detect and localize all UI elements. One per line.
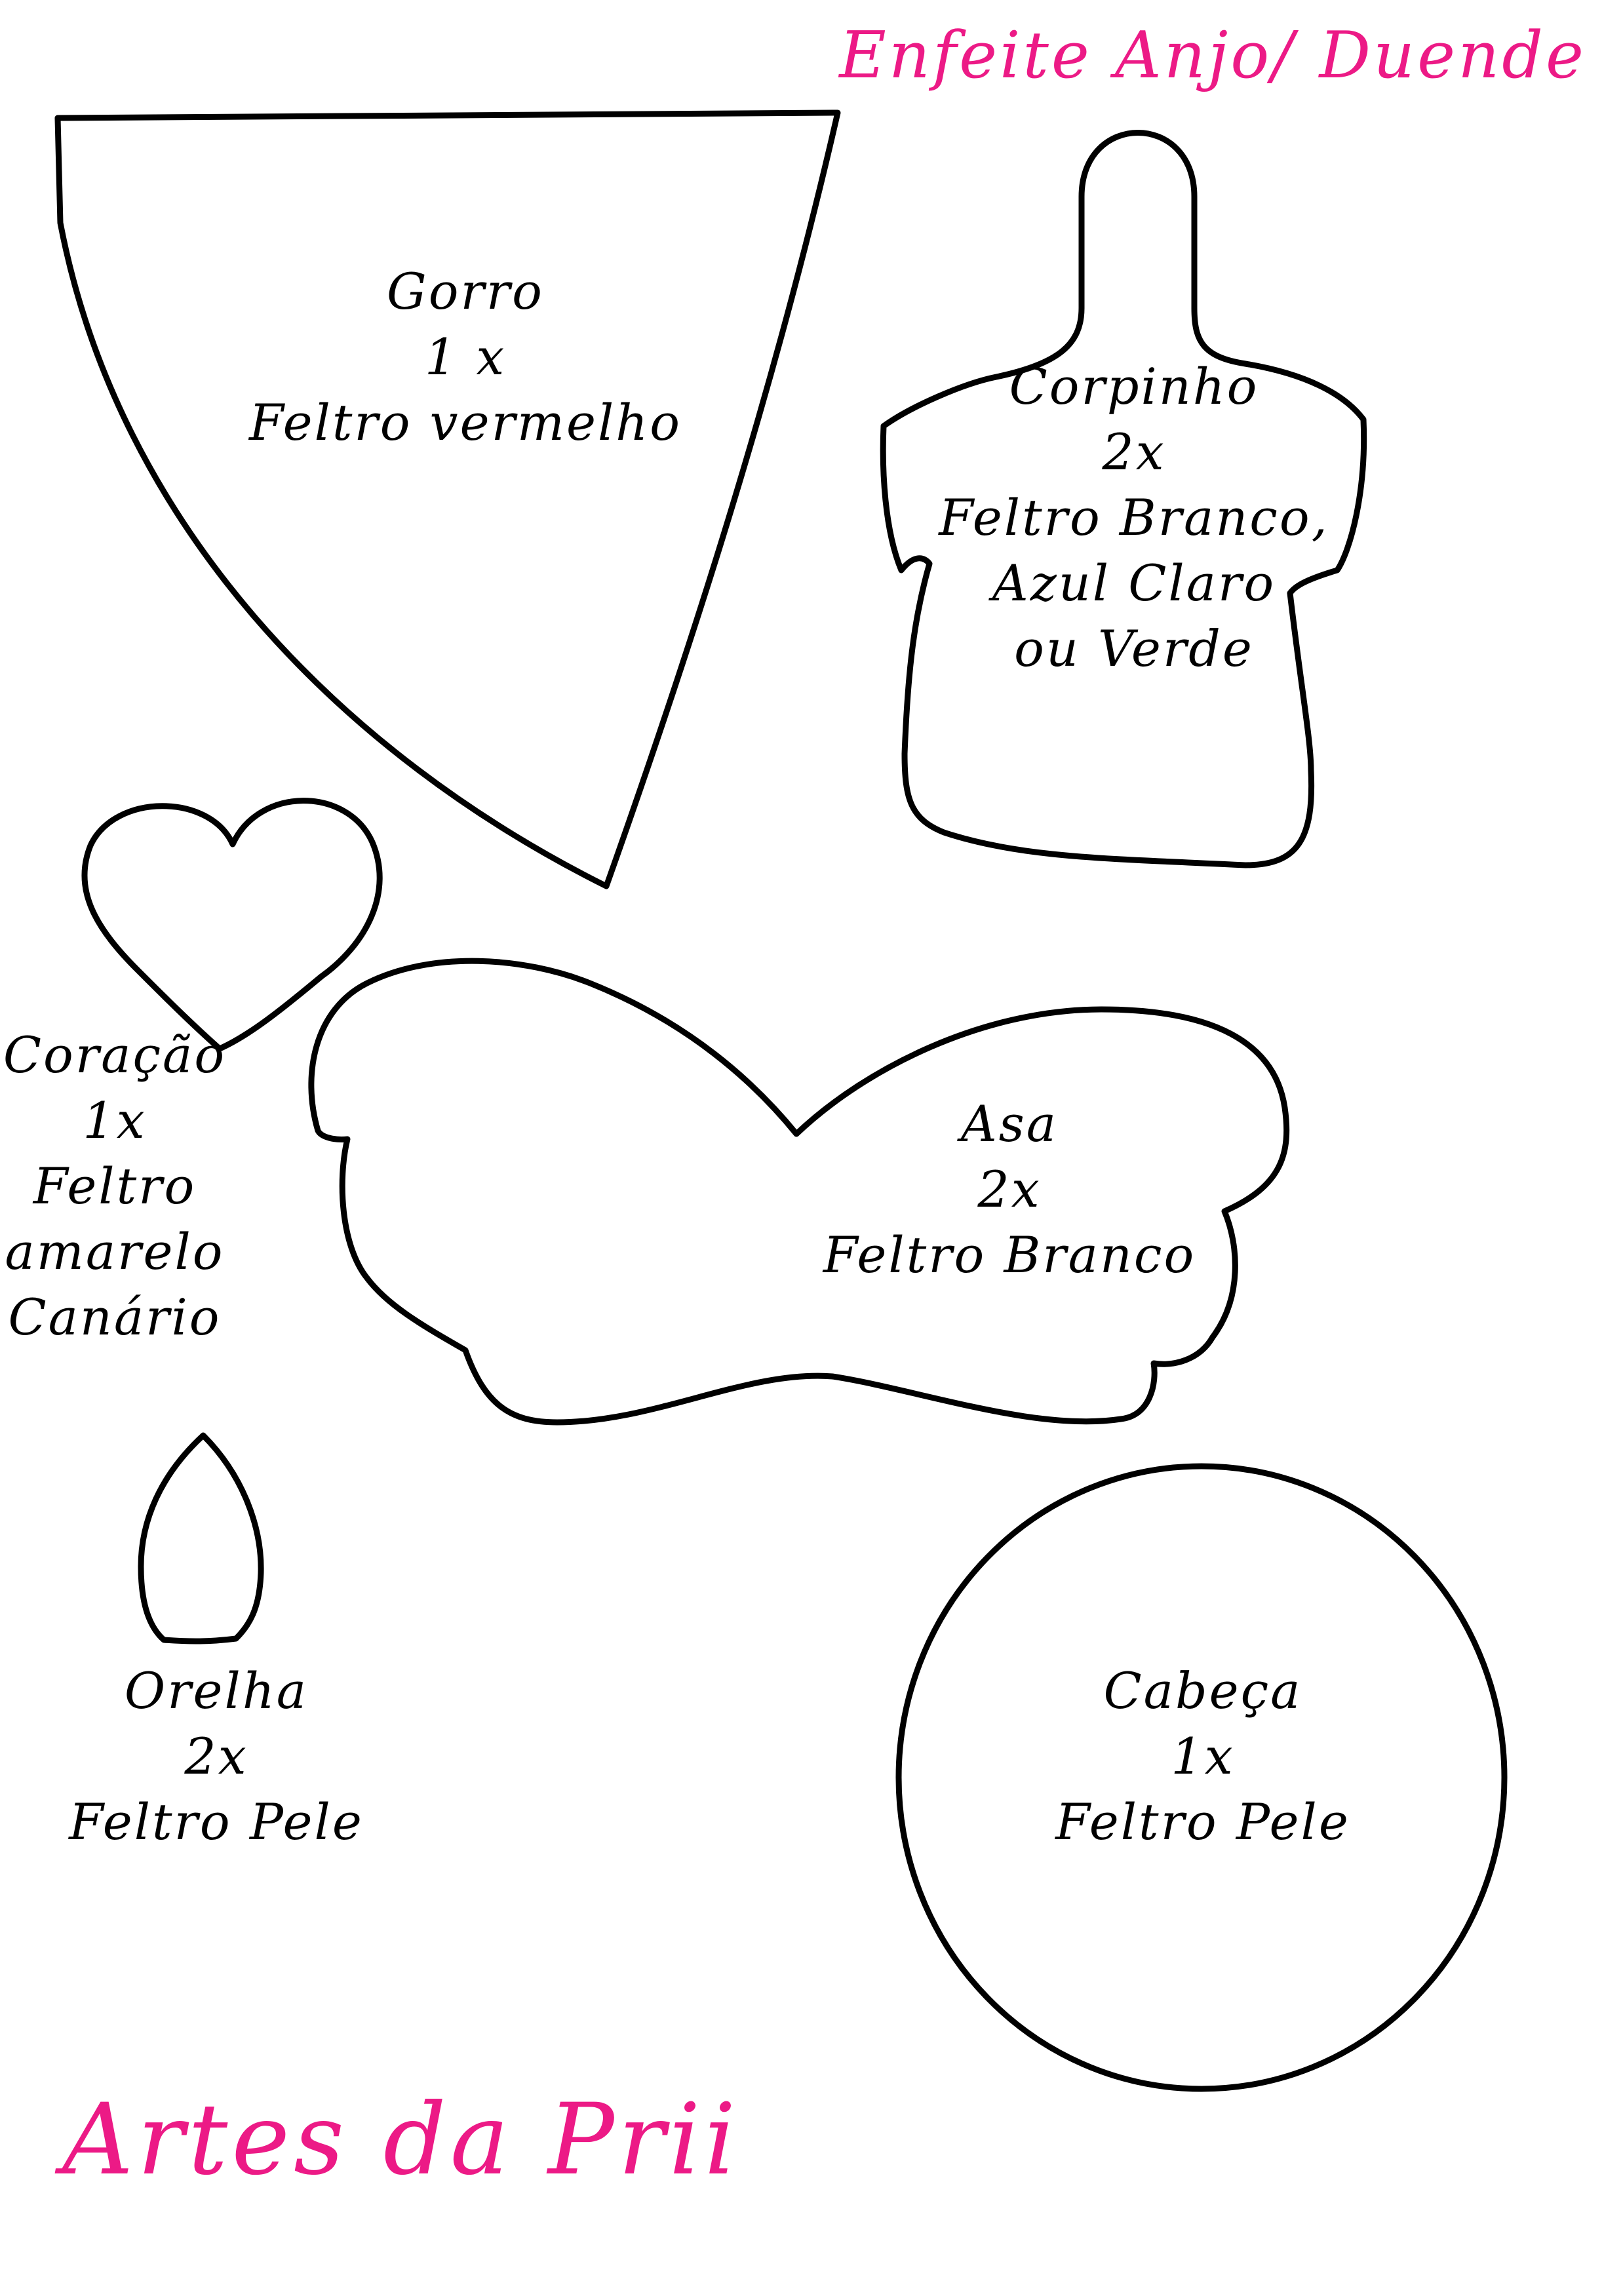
corpinho-name: Corpinho (1009, 357, 1259, 416)
orelha-qty: 2x (184, 1727, 248, 1785)
cabeca-label: Cabeça 1x Feltro Pele (1039, 1658, 1367, 1855)
corpinho-material-2: Azul Claro (992, 554, 1276, 612)
asa-outline (308, 958, 1290, 1426)
coracao-label: Coração 1x Feltro amarelo Canário (0, 1022, 229, 1350)
coracao-name: Coração (3, 1026, 227, 1084)
cabeca-material: Feltro Pele (1055, 1793, 1350, 1851)
coracao-material-3: Canário (8, 1288, 222, 1346)
orelha-material: Feltro Pele (69, 1793, 364, 1851)
coracao-outline (81, 798, 383, 1052)
coracao-qty: 1x (83, 1091, 147, 1150)
cabeca-outline (895, 1463, 1508, 2092)
gorro-outline (54, 109, 841, 889)
cabeca-qty: 1x (1171, 1727, 1235, 1785)
corpinho-label: Corpinho 2x Feltro Branco, Azul Claro ou… (905, 354, 1363, 682)
asa-qty: 2x (977, 1160, 1042, 1218)
brand-footer: Artes da Prii (62, 2083, 740, 2197)
gorro-name: Gorro (387, 262, 544, 321)
page-title: Enfeite Anjo/ Duende (839, 18, 1586, 93)
corpinho-outline (880, 130, 1367, 868)
coracao-material-2: amarelo (5, 1222, 225, 1281)
gorro-label: Gorro 1 x Feltro vermelho (236, 259, 695, 456)
asa-material: Feltro Branco (823, 1226, 1196, 1284)
asa-name: Asa (960, 1095, 1059, 1153)
coracao-material-1: Feltro (33, 1157, 197, 1215)
orelha-outline (138, 1432, 264, 1644)
asa-label: Asa 2x Feltro Branco (780, 1091, 1239, 1288)
cabeca-name: Cabeça (1103, 1662, 1302, 1720)
corpinho-qty: 2x (1102, 423, 1166, 481)
corpinho-material-1: Feltro Branco, (939, 488, 1329, 547)
orelha-label: Orelha 2x Feltro Pele (52, 1658, 380, 1855)
orelha-name: Orelha (124, 1662, 309, 1720)
gorro-qty: 1 x (424, 328, 507, 386)
corpinho-material-3: ou Verde (1014, 619, 1254, 678)
gorro-material: Feltro vermelho (249, 393, 682, 452)
